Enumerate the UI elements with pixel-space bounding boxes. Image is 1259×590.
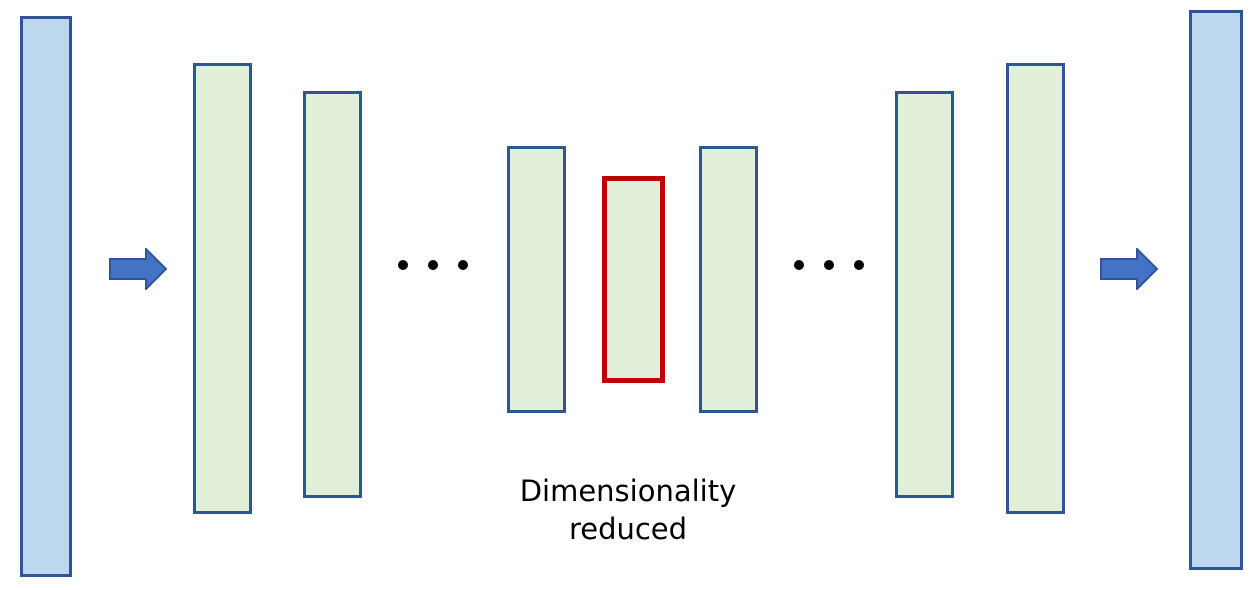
encoder-ellipsis	[398, 260, 470, 270]
output-arrow-icon	[1100, 248, 1159, 290]
decoder-layer-n	[1006, 63, 1065, 514]
encoder-layer-2	[303, 91, 362, 498]
decoder-layer-1	[699, 146, 758, 413]
bottleneck-caption: Dimensionality reduced	[478, 472, 778, 548]
caption-line-1: Dimensionality	[519, 474, 737, 508]
bottleneck-layer	[602, 176, 665, 383]
decoder-ellipsis	[794, 260, 866, 270]
encoder-layer-1	[193, 63, 252, 514]
caption-line-2: reduced	[568, 512, 688, 546]
decoder-layer-n-1	[895, 91, 954, 498]
encoder-layer-n	[507, 146, 566, 413]
input-layer	[20, 16, 72, 577]
input-arrow-icon	[109, 248, 168, 290]
output-layer	[1189, 10, 1243, 570]
